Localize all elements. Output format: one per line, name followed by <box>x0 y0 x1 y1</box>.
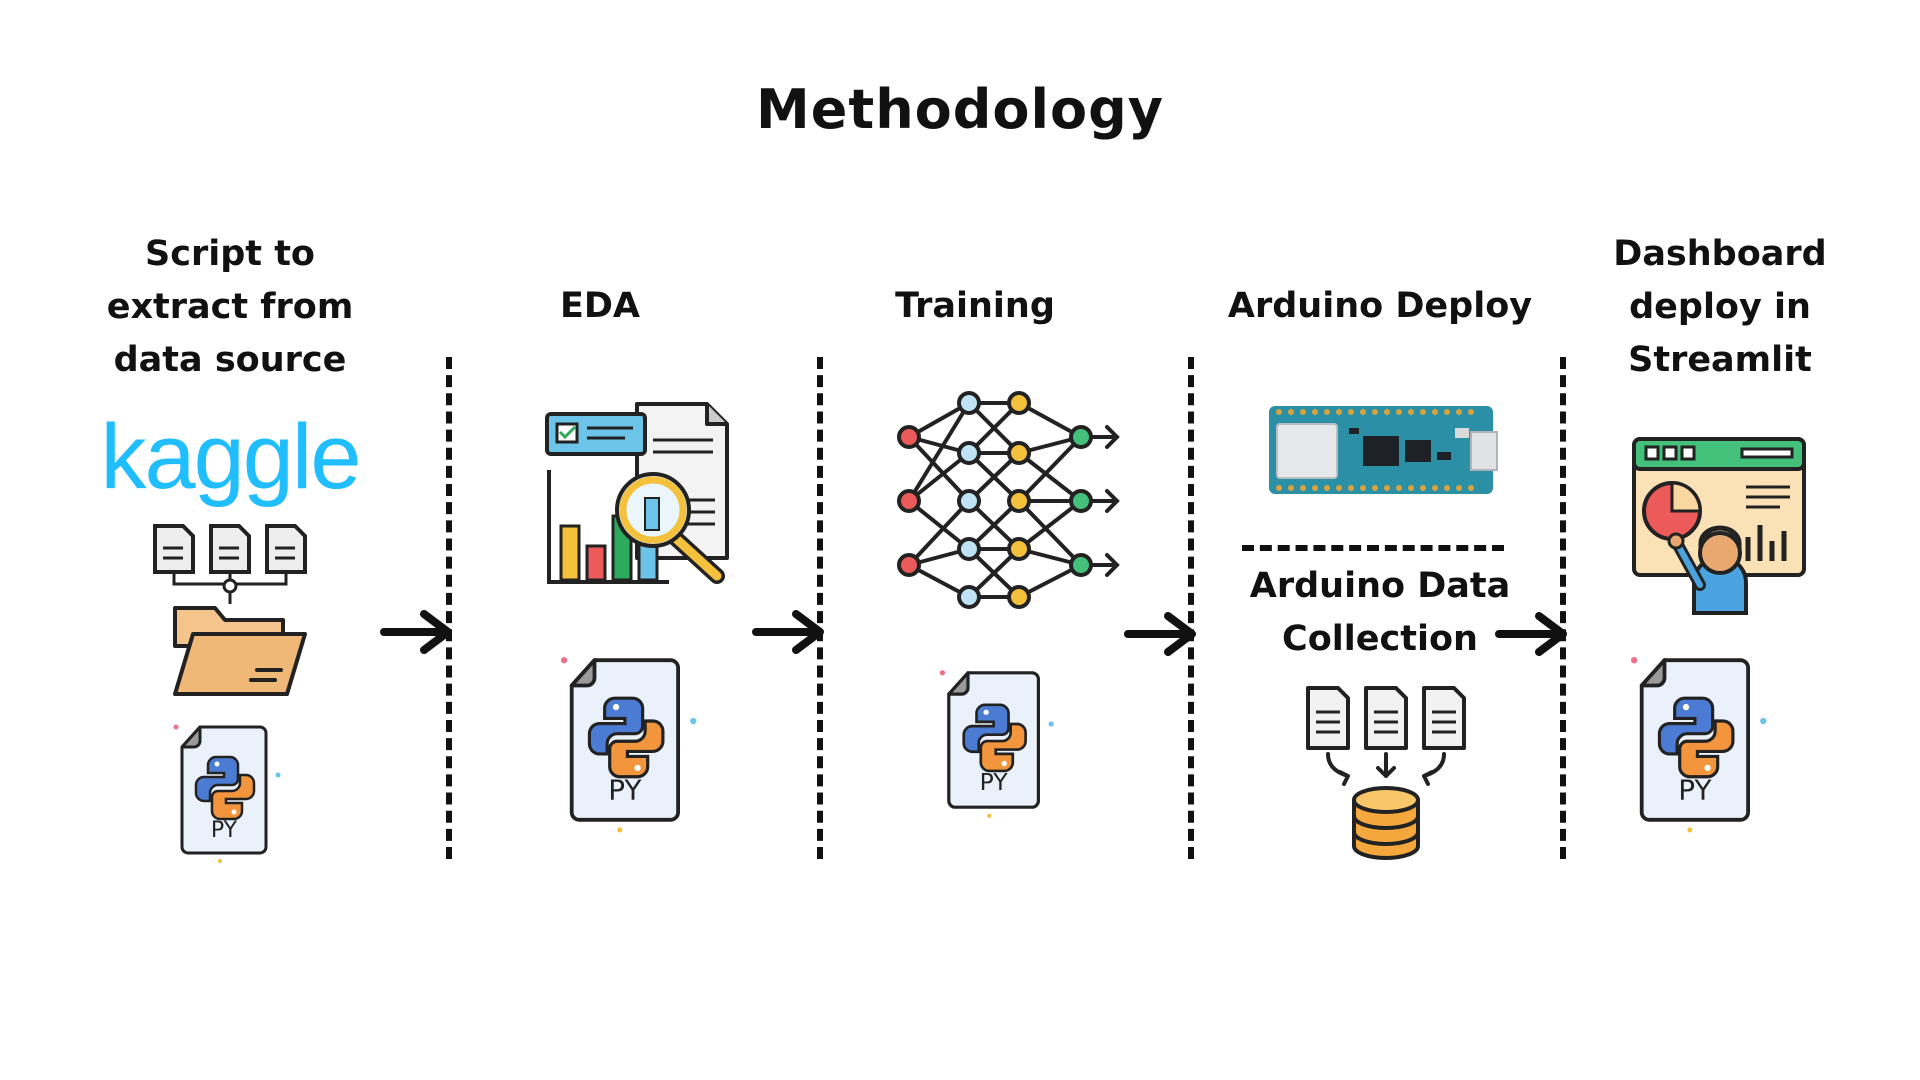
py-label: PY <box>211 818 238 843</box>
neural-network-icon <box>897 391 1120 609</box>
dashboard-presenter-icon <box>1632 437 1806 615</box>
stage-5-label-line: deploy in <box>1629 287 1811 327</box>
stage-5-label: Dashboard deploy in Streamlit <box>1560 228 1880 387</box>
files-to-folder-icon <box>153 524 307 696</box>
stage-4-label: Arduino Deploy <box>1227 286 1533 326</box>
stage-3-label: Training <box>895 286 1055 326</box>
flow-arrow-icon <box>380 610 452 654</box>
stage-1-label-line: extract from <box>106 287 354 327</box>
flow-arrow-icon <box>1495 612 1567 656</box>
python-file-icon: PY <box>172 723 282 865</box>
stage-1-label: Script to extract from data source <box>70 228 390 387</box>
stage-4-sub-label: Arduino Data Collection <box>1230 560 1530 666</box>
flow-arrow-icon <box>1124 612 1196 656</box>
stage-5-label-line: Streamlit <box>1628 340 1812 380</box>
python-file-icon: PY <box>559 655 699 835</box>
files-to-database-icon <box>1306 686 1466 860</box>
stage-divider <box>1560 357 1566 859</box>
stage-divider <box>446 357 452 859</box>
py-label: PY <box>608 774 642 807</box>
stage-divider <box>1188 357 1194 859</box>
flow-arrow-icon <box>752 610 824 654</box>
stage-divider <box>817 357 823 859</box>
arduino-board-icon <box>1269 406 1498 494</box>
python-file-icon: PY <box>1629 655 1769 835</box>
diagram-title: Methodology <box>756 78 1164 141</box>
stage-1-label-line: Script to <box>145 234 315 274</box>
eda-chart-magnifier-icon <box>545 402 729 584</box>
stage-5-label-line: Dashboard <box>1613 234 1827 274</box>
kaggle-logo: kaggle <box>100 406 361 508</box>
py-label: PY <box>980 768 1009 796</box>
stage-4-separator <box>1242 545 1504 551</box>
python-file-icon: PY <box>938 668 1056 820</box>
py-label: PY <box>1678 774 1712 807</box>
stage-2-label: EDA <box>559 286 641 326</box>
stage-1-label-line: data source <box>113 340 347 380</box>
stage-4-sub-label-line: Arduino Data <box>1249 566 1511 606</box>
stage-4-sub-label-line: Collection <box>1282 619 1478 659</box>
